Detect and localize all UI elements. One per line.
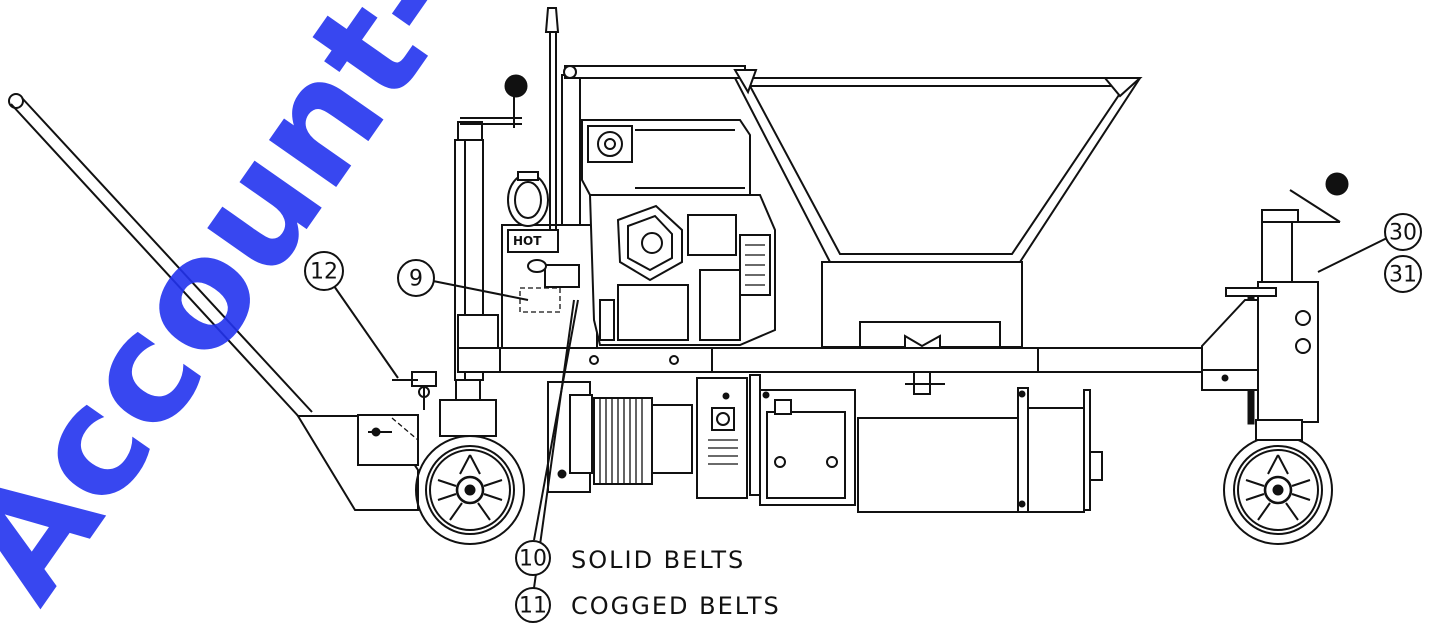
callout-30: 30 (1318, 214, 1421, 272)
callout-10: 10 SOLID BELTS (516, 541, 745, 575)
throttle-lever (546, 8, 580, 230)
callout-belts: 10 SOLID BELTS 11 COGGED BELTS (516, 300, 781, 622)
cogged-belts-label: COGGED BELTS (571, 592, 781, 620)
fuel-filter (508, 172, 548, 226)
solid-belts-label: SOLID BELTS (571, 546, 745, 574)
front-bracket (298, 415, 418, 510)
callout-11-number: 11 (519, 594, 547, 619)
hopper (564, 66, 1140, 347)
belt-drive-assembly (548, 375, 1102, 512)
engine (582, 120, 775, 345)
callout-12-number: 12 (310, 260, 338, 285)
callout-31: 31 (1385, 256, 1421, 292)
callout-11: 11 COGGED BELTS (516, 588, 781, 622)
callout-31-number: 31 (1389, 263, 1417, 288)
callout-10-number: 10 (519, 547, 547, 572)
callout-12: 12 (305, 252, 398, 378)
front-wheel (416, 380, 524, 544)
callout-9: 9 (398, 260, 528, 300)
callout-30-number: 30 (1389, 221, 1417, 246)
rear-height-post (1202, 173, 1348, 424)
rear-wheel (1224, 420, 1332, 544)
engine-mount-plate: HOT (458, 225, 597, 350)
main-frame (458, 336, 1266, 394)
push-handle (9, 94, 312, 418)
callout-9-number: 9 (409, 267, 423, 292)
hot-label: HOT (513, 234, 542, 248)
